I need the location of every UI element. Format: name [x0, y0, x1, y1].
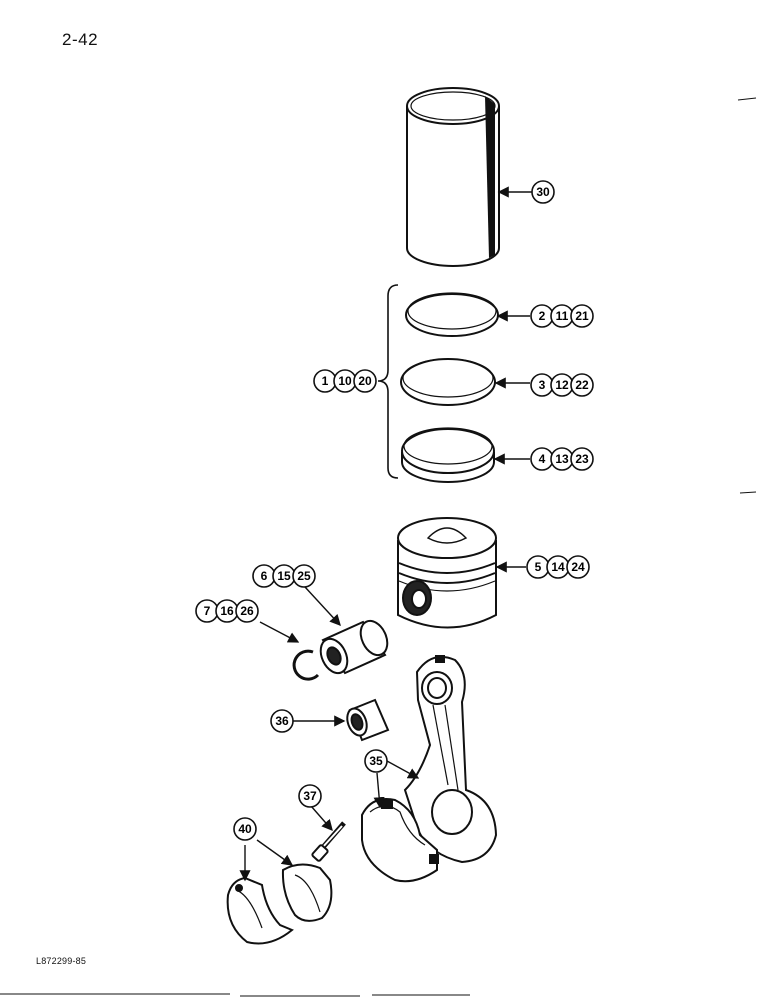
callout-circle: [570, 373, 594, 397]
leader-line-rod-bolt: [310, 805, 333, 832]
callout-connecting-rod: 35: [364, 749, 388, 773]
callout-circle: [233, 817, 257, 841]
callout-circle: [292, 564, 316, 588]
callout-number: 24: [571, 560, 585, 574]
callout-retaining-ring: 7 16 26: [195, 599, 259, 623]
piston-ring-top: [405, 292, 499, 337]
leader-line-piston-pin: [304, 586, 341, 627]
pin-bushing: [346, 698, 390, 742]
page-edge-marks: [0, 97, 757, 997]
piston-ring-oil: [401, 427, 495, 483]
leader-line-bearing-upper: [256, 839, 294, 866]
callout-number: 25: [297, 569, 311, 583]
callout-circle: [235, 599, 259, 623]
callout-number: 7: [204, 604, 211, 618]
leader-line-rod-cap: [373, 772, 385, 809]
callout-number: 12: [555, 378, 569, 392]
rod-bolt: [311, 821, 346, 862]
callout-number: 3: [539, 378, 546, 392]
callout-number: 23: [575, 452, 589, 466]
callout-number: 2: [539, 309, 546, 323]
cylinder-sleeve: [406, 87, 500, 267]
callout-number: 35: [369, 754, 383, 768]
callout-number: 16: [220, 604, 234, 618]
callout-layer: 30 2 11 21 3 12 22 4 13 23 1 10 20 5 14 24 6 15 25 7 16 26 36 3…: [195, 180, 594, 841]
bearing-shell-upper: [281, 863, 333, 922]
callout-number: 26: [240, 604, 254, 618]
callout-oil-ring: 4 13 23: [530, 447, 594, 471]
callout-second-ring: 3 12 22: [530, 373, 594, 397]
callout-circle: [531, 180, 555, 204]
callout-piston-pin: 6 15 25: [252, 564, 316, 588]
leader-line-retaining-ring: [259, 621, 300, 643]
callout-top-ring: 2 11 21: [530, 304, 594, 328]
callout-number: 11: [556, 309, 569, 323]
piston: [397, 517, 497, 629]
figure-code: L872299-85: [36, 956, 87, 966]
callout-cylinder-sleeve: 30: [531, 180, 555, 204]
callout-number: 22: [575, 378, 589, 392]
callout-circle: [270, 709, 294, 733]
callout-number: 6: [261, 569, 268, 583]
callout-number: 13: [555, 452, 569, 466]
leader-line-rod: [386, 760, 420, 779]
callout-number: 37: [303, 789, 317, 803]
callout-ring-set: 1 10 20: [313, 369, 377, 393]
callout-number: 1: [322, 374, 329, 388]
callout-number: 15: [277, 569, 291, 583]
callout-circle: [570, 447, 594, 471]
callout-number: 20: [358, 374, 372, 388]
callout-circle: [353, 369, 377, 393]
ring-set-bracket: [377, 284, 399, 479]
callout-circle: [364, 749, 388, 773]
callout-bearing-shells: 40: [233, 817, 257, 841]
callout-number: 36: [275, 714, 289, 728]
callout-number: 30: [536, 185, 550, 199]
retaining-ring: [292, 649, 320, 681]
callout-number: 10: [338, 374, 352, 388]
piston-ring-second: [400, 358, 496, 406]
callout-number: 14: [551, 560, 565, 574]
callout-number: 40: [238, 822, 252, 836]
connecting-rod: [403, 655, 498, 864]
callout-circle: [298, 784, 322, 808]
callout-pin-bushing: 36: [270, 709, 294, 733]
callout-circle: [570, 304, 594, 328]
callout-number: 5: [535, 560, 542, 574]
callout-piston: 5 14 24: [526, 555, 590, 579]
callout-circle: [566, 555, 590, 579]
callout-rod-bolt: 37: [298, 784, 322, 808]
callout-number: 21: [575, 309, 589, 323]
piston-pin: [319, 619, 389, 675]
callout-number: 4: [539, 452, 546, 466]
page-number: 2-42: [62, 30, 99, 49]
bearing-shell-lower: [226, 876, 294, 945]
